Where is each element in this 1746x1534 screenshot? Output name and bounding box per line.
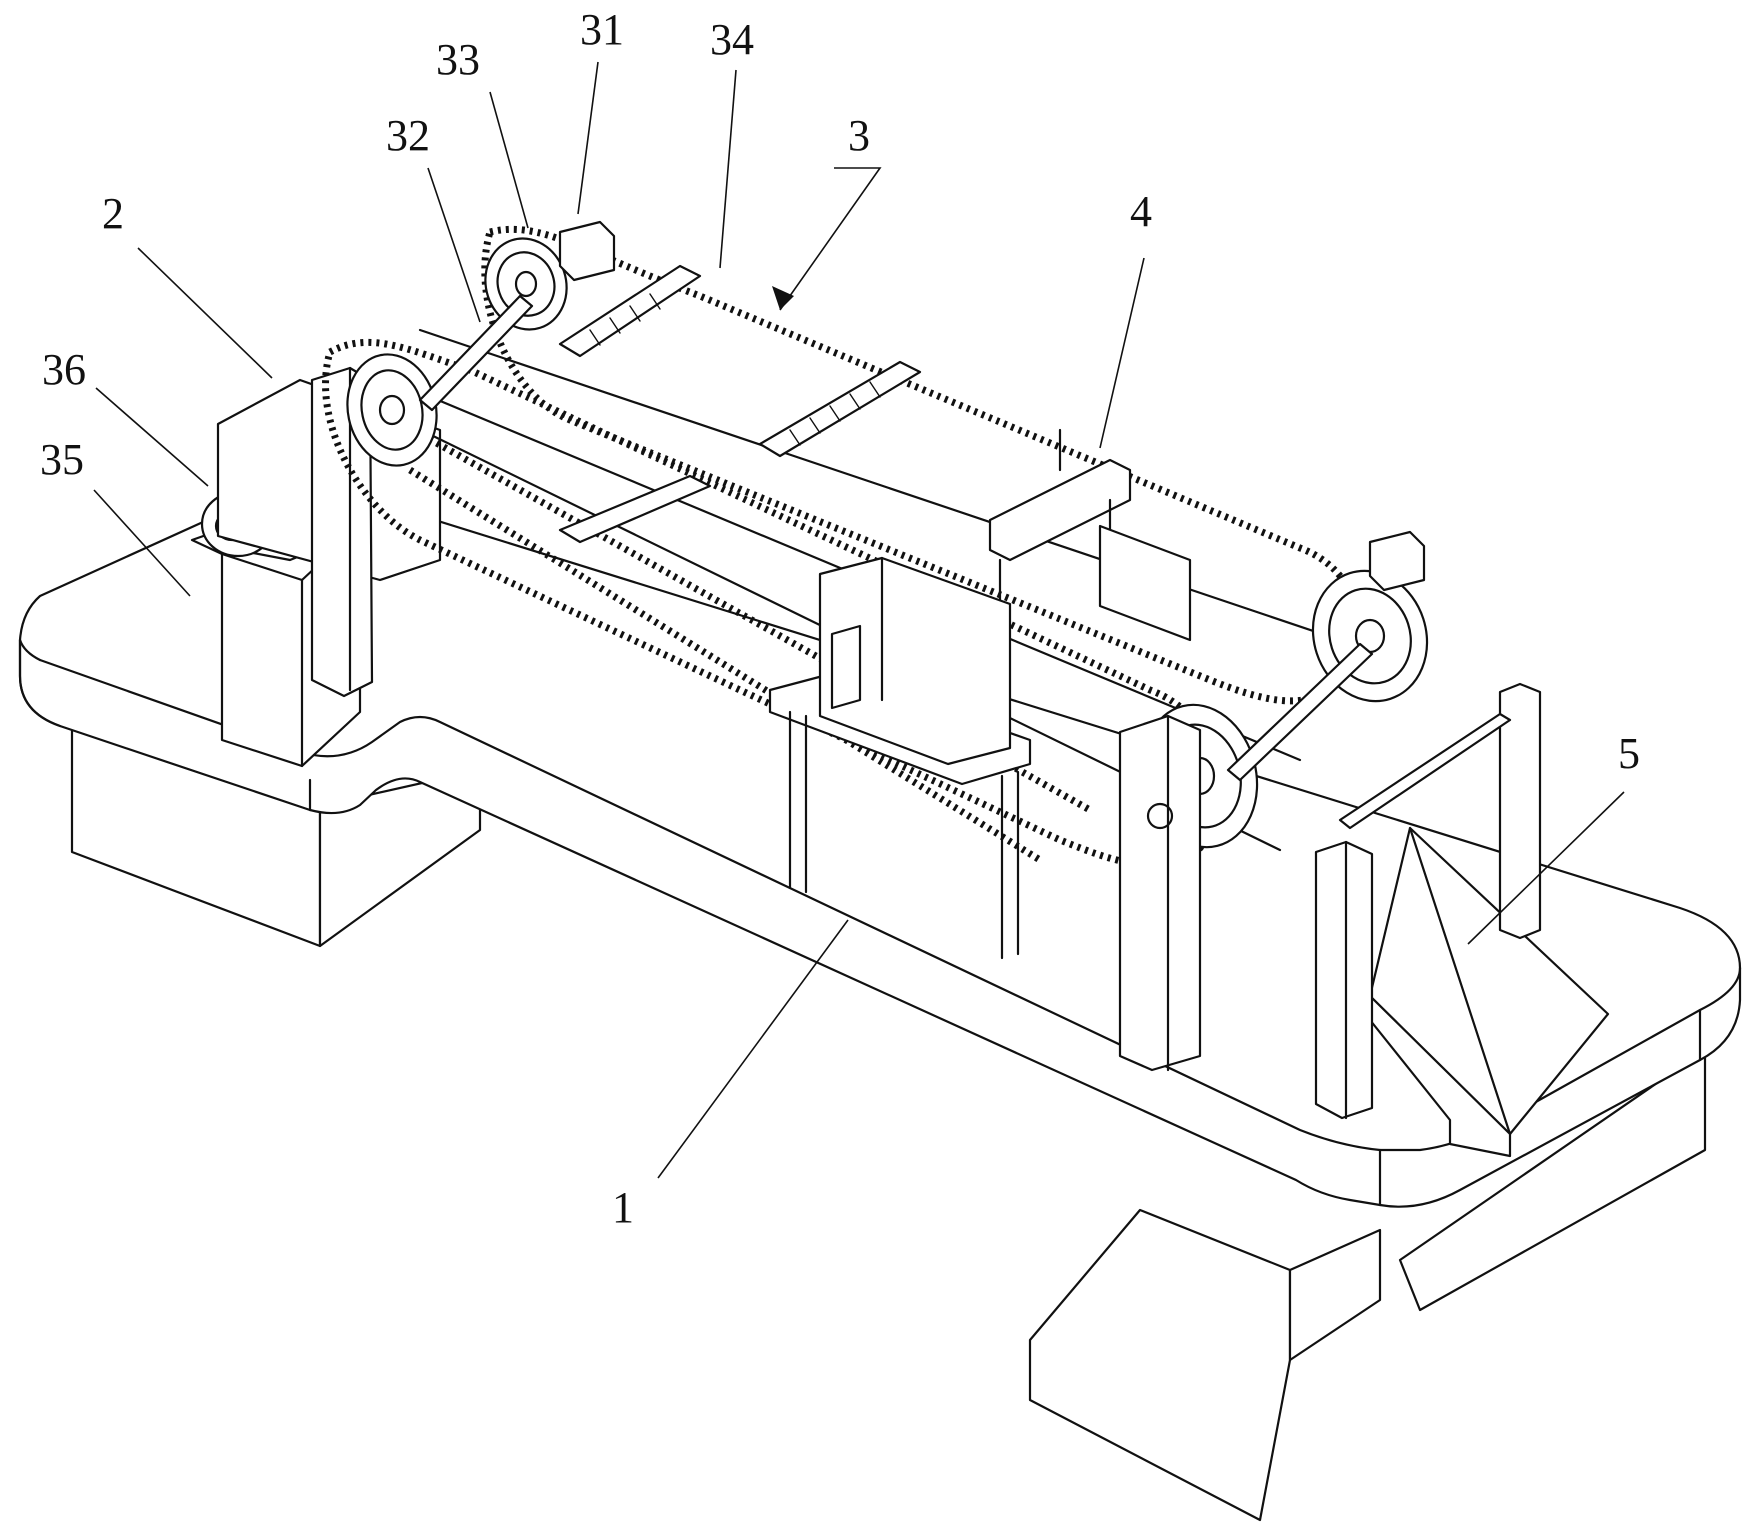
label-32: 32 bbox=[386, 111, 430, 160]
front-posts bbox=[1118, 682, 1542, 1120]
loading-stand bbox=[768, 556, 1032, 960]
label-33: 33 bbox=[436, 35, 480, 84]
leader-4 bbox=[1099, 257, 1145, 449]
label-34: 34 bbox=[710, 15, 754, 64]
leader-32 bbox=[427, 167, 481, 323]
leader-31 bbox=[577, 61, 599, 215]
label-1: 1 bbox=[612, 1183, 634, 1232]
leader-36 bbox=[95, 387, 209, 487]
leader-33 bbox=[489, 91, 529, 229]
label-4: 4 bbox=[1130, 187, 1152, 236]
label-31: 31 bbox=[580, 5, 624, 54]
leader-5 bbox=[1467, 791, 1625, 945]
base-table bbox=[18, 476, 1742, 1522]
label-2: 2 bbox=[102, 189, 124, 238]
leader-lines bbox=[93, 61, 1625, 1179]
label-5: 5 bbox=[1618, 729, 1640, 778]
leader-34 bbox=[719, 69, 737, 269]
leader-3 bbox=[779, 167, 882, 311]
leader-2 bbox=[137, 247, 273, 379]
arrow-3 bbox=[772, 286, 794, 310]
leader-1 bbox=[657, 919, 849, 1179]
label-35: 35 bbox=[40, 435, 84, 484]
leader-35 bbox=[93, 489, 191, 597]
chain-fixtures bbox=[558, 264, 922, 544]
station-frame bbox=[988, 428, 1192, 642]
label-3: 3 bbox=[848, 111, 870, 160]
label-36: 36 bbox=[42, 345, 86, 394]
sprockets bbox=[346, 220, 1429, 849]
callout-labels: 1 2 3 31 32 33 34 35 36 4 5 bbox=[40, 5, 1640, 1232]
